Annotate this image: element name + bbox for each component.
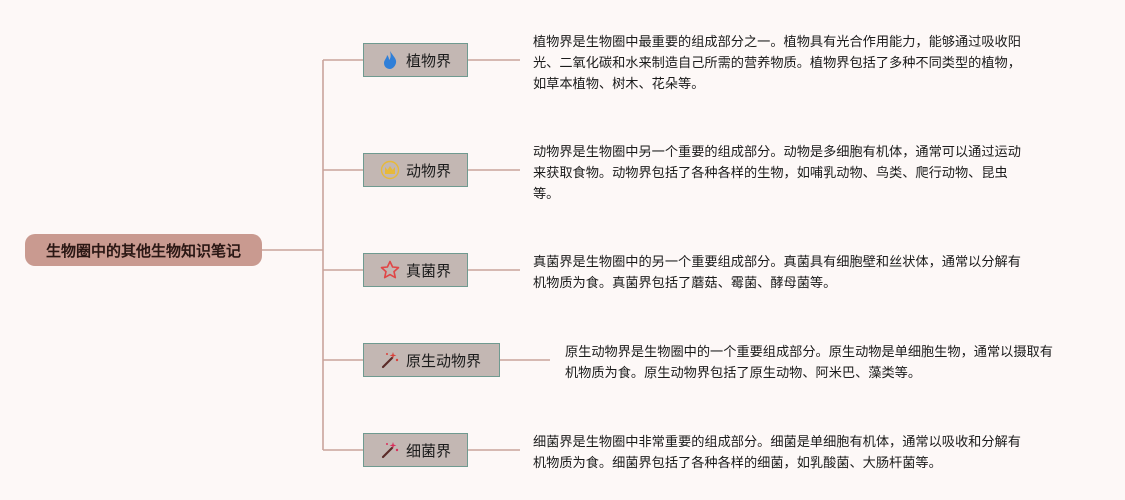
topic-animal-kingdom[interactable]: 动物界: [363, 153, 468, 187]
topic-description: 真菌界是生物圈中的另一个重要组成部分。真菌具有细胞壁和丝状体，通常以分解有机物质…: [533, 255, 1021, 291]
topic-label: 动物界: [406, 161, 452, 180]
topic-plant-kingdom[interactable]: 植物界: [363, 43, 468, 77]
topic-label: 原生动物界: [406, 351, 482, 370]
topic-label: 植物界: [406, 51, 452, 70]
topic-description: 原生动物界是生物圈中的一个重要组成部分。原生动物是单细胞生物，通常以摄取有机物质…: [565, 345, 1053, 381]
topic-fungi-kingdom[interactable]: 真菌界: [363, 253, 468, 287]
topic-description: 植物界是生物圈中最重要的组成部分之一。植物具有光合作用能力，能够通过吸收阳光、二…: [533, 35, 1021, 92]
topic-label: 细菌界: [406, 441, 452, 460]
fire-icon: [380, 50, 400, 70]
topic-label: 真菌界: [406, 261, 452, 280]
topic-protozoa-kingdom[interactable]: 原生动物界: [363, 343, 500, 377]
topic-description: 动物界是生物圈中另一个重要的组成部分。动物是多细胞有机体，通常可以通过运动来获取…: [533, 145, 1021, 202]
crown-icon: [380, 160, 400, 180]
root-topic[interactable]: 生物圈中的其他生物知识笔记: [25, 234, 262, 266]
topic-bacteria-kingdom[interactable]: 细菌界: [363, 433, 468, 467]
topic-description: 细菌界是生物圈中非常重要的组成部分。细菌是单细胞有机体，通常以吸收和分解有机物质…: [533, 435, 1021, 471]
star-icon: [380, 260, 400, 280]
magic-wand-icon: [380, 350, 400, 370]
magic-wand-icon: [380, 440, 400, 460]
